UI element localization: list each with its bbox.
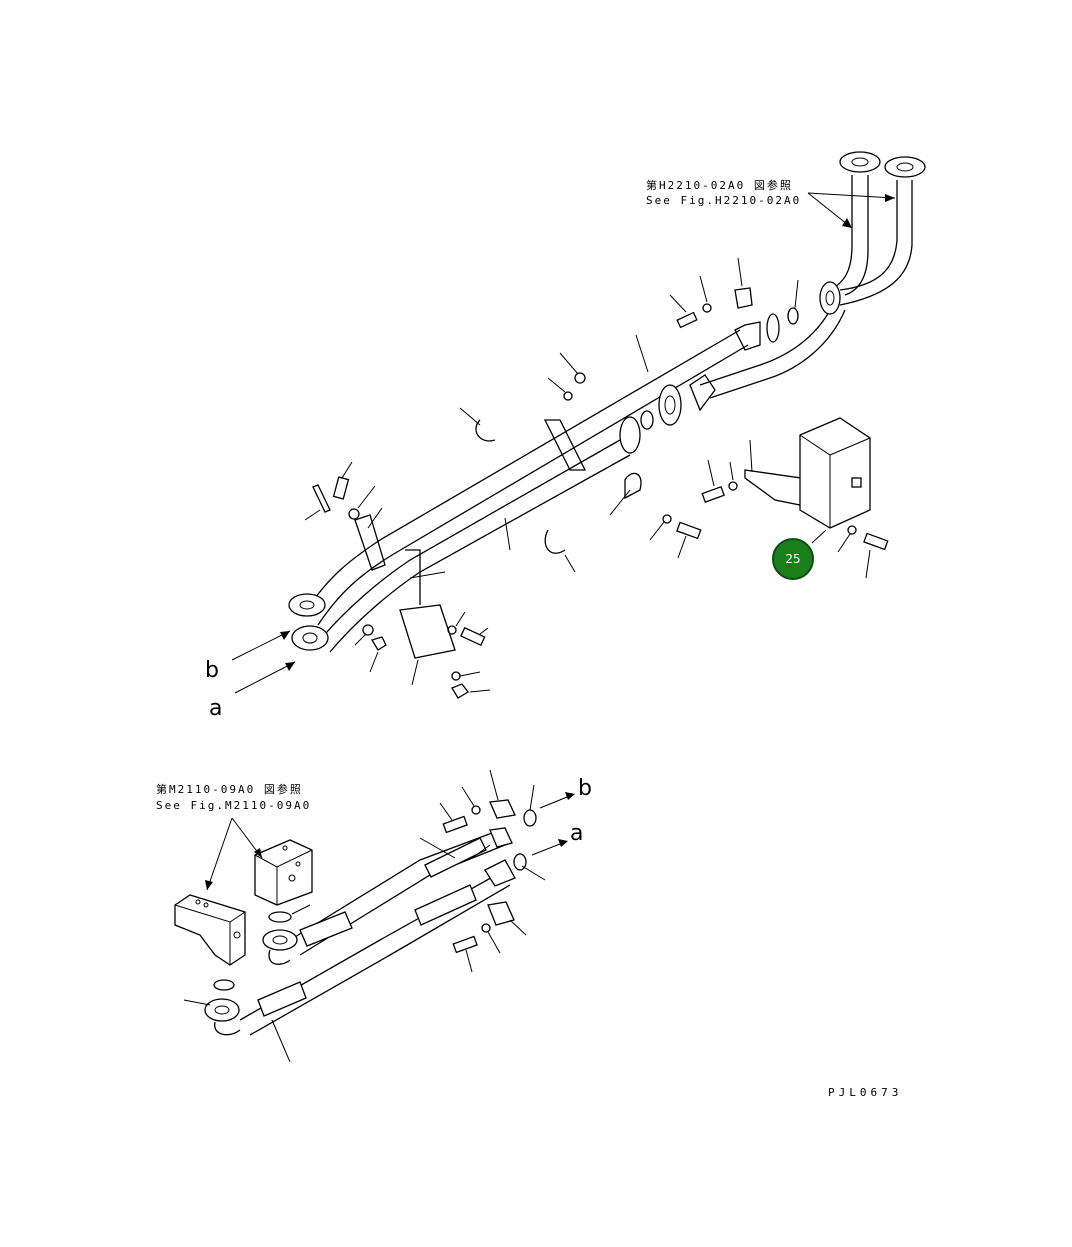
upper-coupling <box>766 313 780 343</box>
top-flange-left <box>839 151 881 173</box>
upper-pipe-assembly <box>231 151 926 699</box>
u-bolt-lower <box>544 529 566 554</box>
u-bolt-upper <box>475 419 496 442</box>
drawing-code: PJL0673 <box>828 1086 903 1099</box>
riser-flange <box>819 281 841 315</box>
hose-sleeve-3 <box>414 884 477 926</box>
hose-sleeve-4 <box>257 981 307 1017</box>
valve-block-right <box>254 839 313 906</box>
label-upper-b: b <box>205 658 219 683</box>
part-callout-25[interactable]: 25 <box>772 538 814 580</box>
cover-box <box>799 417 871 529</box>
label-lower-a: a <box>570 821 584 846</box>
hose-sleeve-2 <box>299 911 353 947</box>
label-lower-b: b <box>578 776 592 801</box>
reference-upper-en: See Fig.H2210-02A0 <box>646 194 802 207</box>
valve-block-left <box>174 894 246 966</box>
top-flange-right <box>884 156 926 178</box>
hose-sleeve-1 <box>424 837 487 878</box>
lower-hose-assembly <box>174 769 575 1063</box>
o-ring-middle <box>640 410 654 430</box>
middle-flange <box>658 384 682 426</box>
clip-bracket <box>624 472 642 500</box>
reference-lower-en: See Fig.M2110-09A0 <box>156 799 312 812</box>
lower-flange-mid <box>619 416 641 454</box>
label-upper-a: a <box>209 696 223 721</box>
hanger-bracket <box>399 604 456 659</box>
left-flange-b <box>288 593 326 617</box>
reference-upper-jp: 第H2210-02A0 図参照 <box>646 179 793 192</box>
left-flange-a <box>291 625 329 651</box>
reference-lower-jp: 第M2110-09A0 図参照 <box>156 783 303 796</box>
bolt-group-top <box>669 257 799 329</box>
o-ring-upper <box>787 307 799 325</box>
